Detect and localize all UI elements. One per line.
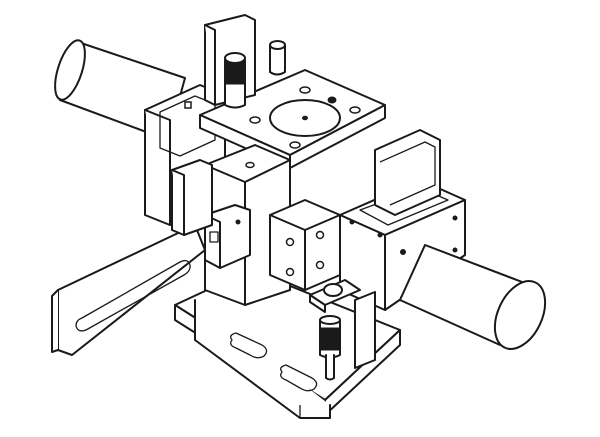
bolt-hole xyxy=(377,232,383,238)
side-pad xyxy=(171,159,213,236)
base-slot xyxy=(75,259,191,332)
spring-plunger xyxy=(204,14,256,109)
bolt-hole xyxy=(349,106,361,114)
bolt-hole xyxy=(299,86,311,94)
side-block xyxy=(269,199,341,291)
base-plate xyxy=(174,269,401,419)
bolt-hole xyxy=(249,116,261,124)
front-block xyxy=(204,144,291,306)
adjusting-screw xyxy=(309,279,376,381)
bolt-hole xyxy=(289,141,301,149)
shaft-right xyxy=(399,244,547,350)
slotted-arm xyxy=(51,224,206,356)
rotary-disc xyxy=(269,96,341,137)
base-slot xyxy=(230,332,268,359)
pin xyxy=(269,40,286,76)
bolt-hole xyxy=(245,161,255,169)
bolt-hole xyxy=(184,101,192,109)
base-slot xyxy=(280,364,318,392)
